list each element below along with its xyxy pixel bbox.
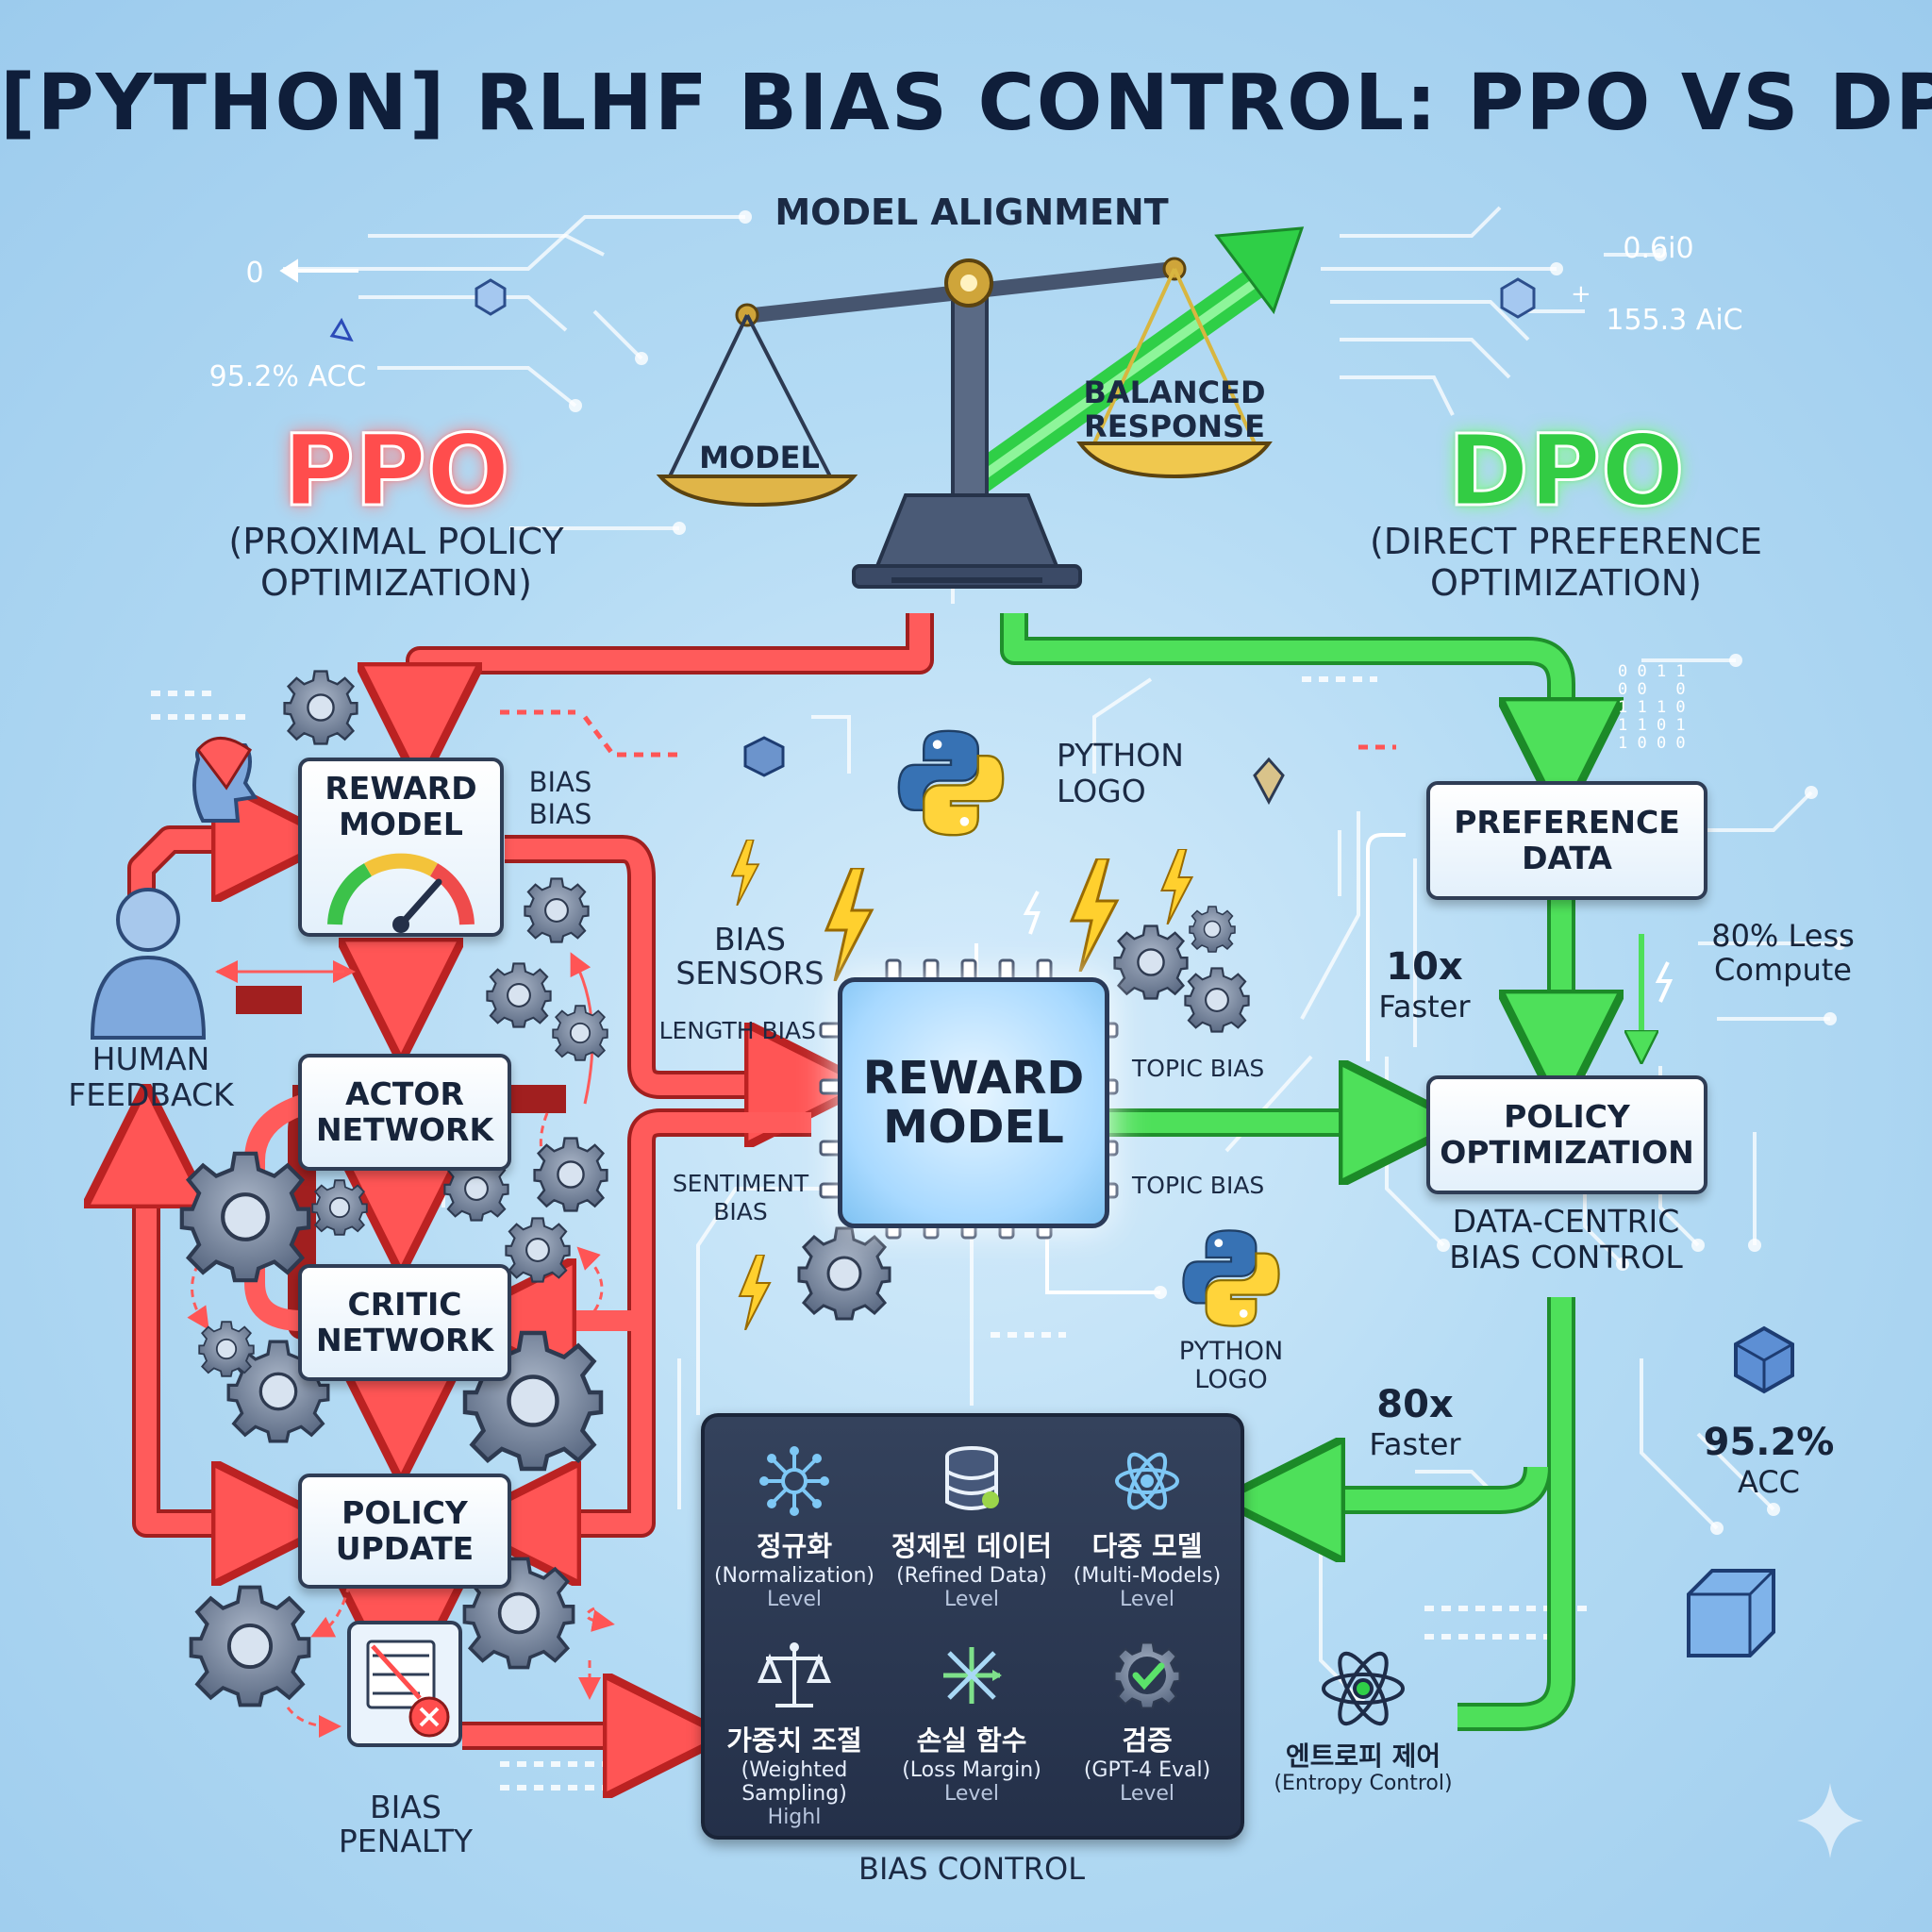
crystal-cube-icon [1687, 1569, 1775, 1657]
length-bias-label: LENGTH BIAS [658, 1017, 816, 1044]
ppo-heading: PPO [281, 412, 511, 530]
decor-value: 0.6i0 [1623, 232, 1694, 265]
cube-decor-right [1500, 277, 1536, 319]
critic-network-box: CRITIC NETWORK [298, 1264, 511, 1381]
bias-control-item-weighted-sampling: 가중치 조절 (Weighted Sampling) Highl [707, 1638, 882, 1829]
actor-network-box: ACTOR NETWORK [298, 1054, 511, 1171]
speed-80x-unit: Faster [1369, 1426, 1461, 1462]
left-arrow-decor [279, 258, 358, 283]
speed-10x: 10x [1386, 945, 1463, 989]
balance-scale-icon [656, 226, 1305, 589]
acc-unit: ACC [1737, 1464, 1800, 1500]
topic-bias-label-1: TOPIC BIAS [1132, 1055, 1265, 1082]
scale-icon [758, 1642, 831, 1707]
human-icon [90, 888, 207, 1040]
compute-label: 80% Less Compute [1711, 918, 1855, 988]
balanced-response-label: BALANCED RESPONSE [1083, 375, 1266, 444]
model-alignment-label: MODEL ALIGNMENT [774, 192, 1169, 233]
page-title: [PYTHON] RLHF BIAS CONTROL: PPO VS DPO [0, 58, 1932, 148]
circuit-nodes [569, 210, 1846, 1705]
database-icon [945, 1446, 999, 1510]
network-node-icon [759, 1446, 829, 1516]
bias-control-item-gpt4-eval: 검증 (GPT-4 Eval) Level [1059, 1638, 1235, 1806]
topic-bias-label-2: TOPIC BIAS [1132, 1172, 1265, 1199]
bias-control-caption: BIAS CONTROL [858, 1851, 1086, 1887]
python-logo-bottom-label: PYTHON LOGO [1178, 1337, 1284, 1394]
sentiment-bias-label: SENTIMENT BIAS [672, 1170, 809, 1225]
python-logo-top-label: PYTHON LOGO [1057, 737, 1184, 809]
thin-connectors [1045, 833, 1406, 1294]
decor-acc: 95.2% ACC [208, 360, 367, 393]
reward-model-label: REWARD MODEL [325, 770, 477, 842]
binary-decor: 0 0 1 1 0 0 0 1 1 1 0 1 1 0 1 1 0 0 0 [1618, 662, 1686, 753]
ppo-subtitle: (PROXIMAL POLICY OPTIMIZATION) [228, 521, 564, 604]
reward-model-chip: REWARD MODEL [838, 977, 1109, 1228]
entropy-ko: 엔트로피 제어 [1285, 1740, 1441, 1772]
critic-network-label: CRITIC NETWORK [315, 1286, 494, 1358]
policy-optimization-label: POLICY OPTIMIZATION [1440, 1098, 1694, 1171]
gauge-icon [327, 853, 475, 933]
speed-10x-unit: Faster [1378, 989, 1471, 1024]
atom-icon [1115, 1452, 1179, 1510]
dpo-subtitle: (DIRECT PREFERENCE OPTIMIZATION) [1369, 521, 1763, 604]
svg-text:+: + [1571, 280, 1591, 308]
sparkle-icon [1797, 1783, 1863, 1858]
bias-control-panel: 정규화 (Normalization) Level 정제된 데이터 (Refin… [701, 1413, 1244, 1840]
decor-aic: 155.3 AiC [1606, 304, 1743, 337]
bias-penalty-label: BIAS PENALTY [338, 1789, 474, 1859]
policy-update-label: POLICY UPDATE [335, 1494, 475, 1567]
policy-optimization-box: POLICY OPTIMIZATION [1426, 1075, 1707, 1194]
data-centric-label: DATA-CENTRIC BIAS CONTROL [1449, 1203, 1683, 1275]
dpo-heading: DPO [1446, 412, 1686, 530]
bias-sensors-label: BIAS SENSORS [675, 921, 824, 991]
preference-data-label: PREFERENCE DATA [1454, 804, 1680, 876]
check-gear-icon [1113, 1641, 1181, 1709]
actor-network-label: ACTOR NETWORK [315, 1075, 494, 1148]
human-feedback-label: HUMAN FEEDBACK [68, 1041, 234, 1113]
python-logo-bottom [1182, 1229, 1280, 1327]
entropy-en: (Entropy Control) [1274, 1772, 1453, 1795]
speed-80x: 80x [1376, 1383, 1454, 1426]
document-cross-icon [347, 1621, 462, 1747]
reward-model-chip-label: REWARD MODEL [862, 1052, 1085, 1154]
lightning-icons [731, 840, 1674, 1330]
acc-value: 95.2% [1703, 1421, 1835, 1464]
policy-update-box: POLICY UPDATE [298, 1474, 511, 1589]
gem-icon [1253, 757, 1285, 806]
atom-entropy-icon [1322, 1651, 1405, 1726]
preference-data-box: PREFERENCE DATA [1426, 781, 1707, 900]
cube-decor-left [475, 278, 507, 316]
decor-zero: 0 [245, 257, 264, 290]
bias-control-item-refined-data: 정제된 데이터 (Refined Data) Level [884, 1443, 1059, 1611]
bias-control-item-loss-margin: 손실 함수 (Loss Margin) Level [884, 1638, 1059, 1806]
model-pan-label: MODEL [699, 440, 820, 475]
cube-icon [1734, 1325, 1794, 1394]
dpo-flow-arrows [1004, 613, 1561, 1727]
bias-control-item-multi-models: 다중 모델 (Multi-Models) Level [1059, 1443, 1235, 1611]
small-cube-icon [743, 736, 785, 777]
bias-bias-label: BIAS BIAS [528, 766, 592, 830]
triangle-decor [329, 317, 354, 342]
red-dashes [500, 709, 1396, 758]
python-logo-top [897, 729, 1005, 837]
brain-head-icon [192, 737, 258, 823]
bias-control-item-normalization: 정규화 (Normalization) Level [707, 1443, 882, 1611]
loss-cross-icon [943, 1647, 1002, 1704]
